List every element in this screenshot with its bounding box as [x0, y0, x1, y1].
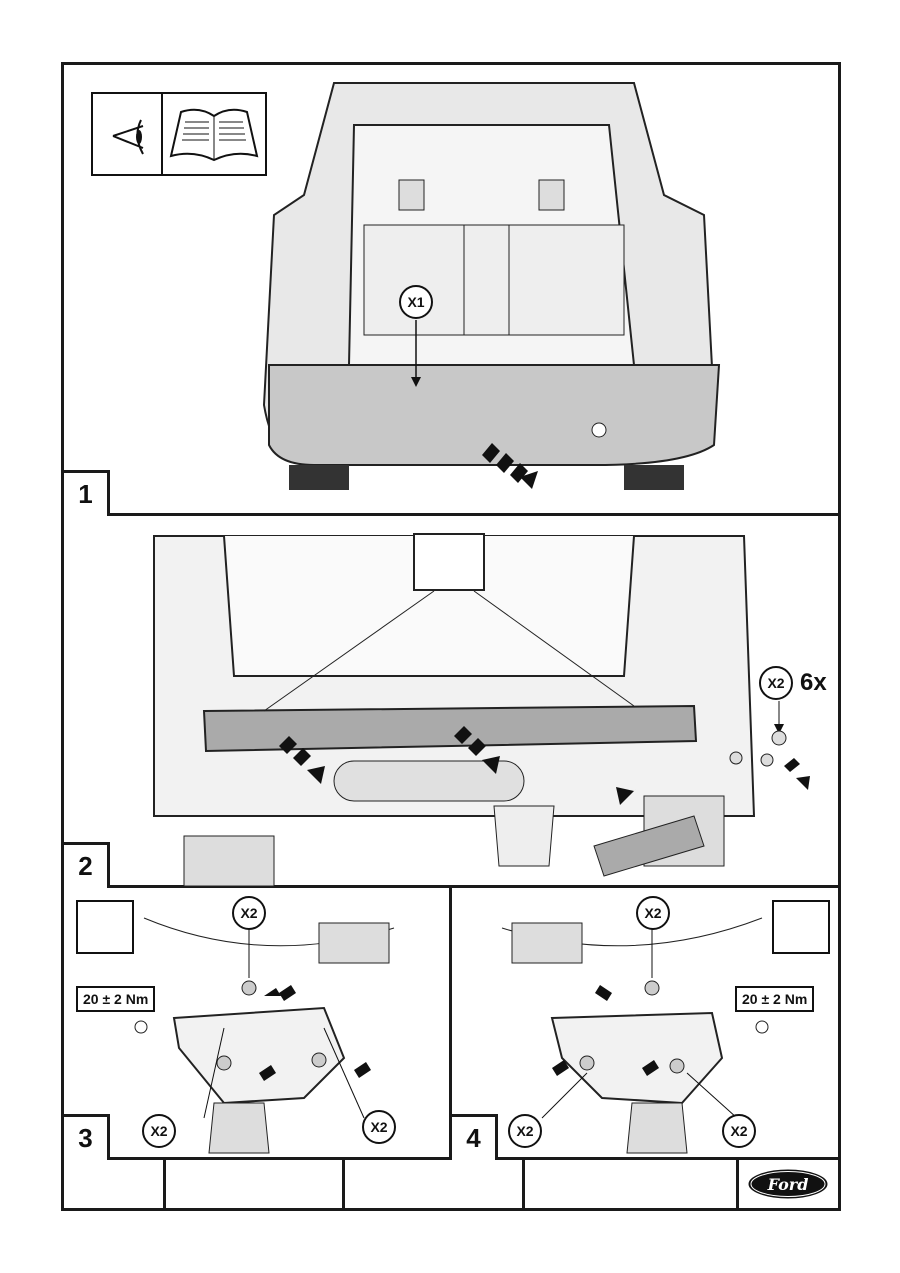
hand-tools-icon [76, 900, 134, 954]
callout-x2-bottom-left: X2 [142, 1114, 176, 1148]
callout-x2-top: X2 [636, 896, 670, 930]
footer-cell [166, 1160, 345, 1208]
instruction-sheet: X1 1 X2 6x 2 [61, 62, 841, 1211]
bolt-tightening-left-illustration [134, 917, 395, 1154]
callout-x2-bottom-right: X2 [362, 1110, 396, 1144]
hand-tools-icon [416, 536, 482, 588]
step-3-panel: X2 X2 X2 20 ± 2 Nm 3 [64, 888, 452, 1160]
step-2-panel: X2 6x 2 [64, 516, 838, 888]
footer-cell [345, 1160, 525, 1208]
crossmember-removal-illustration [153, 533, 810, 887]
step-1-panel: X1 1 [64, 65, 838, 516]
step-number: 1 [64, 470, 110, 516]
car-rear-illustration [262, 82, 721, 490]
step-number: 3 [64, 1114, 110, 1160]
footer-logo-cell: Ford [739, 1160, 838, 1208]
footer-cell [64, 1160, 166, 1208]
callout-x1: X1 [399, 285, 433, 319]
manual-book-icon [163, 94, 265, 174]
callout-x2-bottom-left: X2 [508, 1114, 542, 1148]
torque-spec: 20 ± 2 Nm [735, 986, 815, 1012]
ford-logo: Ford [747, 1168, 829, 1200]
callout-x2: X2 [759, 666, 793, 700]
step-4-panel: X2 X2 X2 20 ± 2 Nm 4 [452, 888, 838, 1160]
step-number: 4 [452, 1114, 498, 1160]
bolt-tightening-right-illustration [501, 917, 769, 1154]
eye-manual-icon-box [91, 92, 267, 176]
svg-text:Ford: Ford [767, 1175, 809, 1194]
eye-icon [93, 94, 163, 174]
title-block-footer: Ford [64, 1160, 838, 1208]
callout-x2-top: X2 [232, 896, 266, 930]
hand-tools-icon [772, 900, 830, 954]
step-number: 2 [64, 842, 110, 888]
quantity-label: 6x [800, 669, 827, 696]
callout-x2-bottom-right: X2 [722, 1114, 756, 1148]
torque-spec: 20 ± 2 Nm [76, 986, 156, 1012]
footer-cell [525, 1160, 739, 1208]
